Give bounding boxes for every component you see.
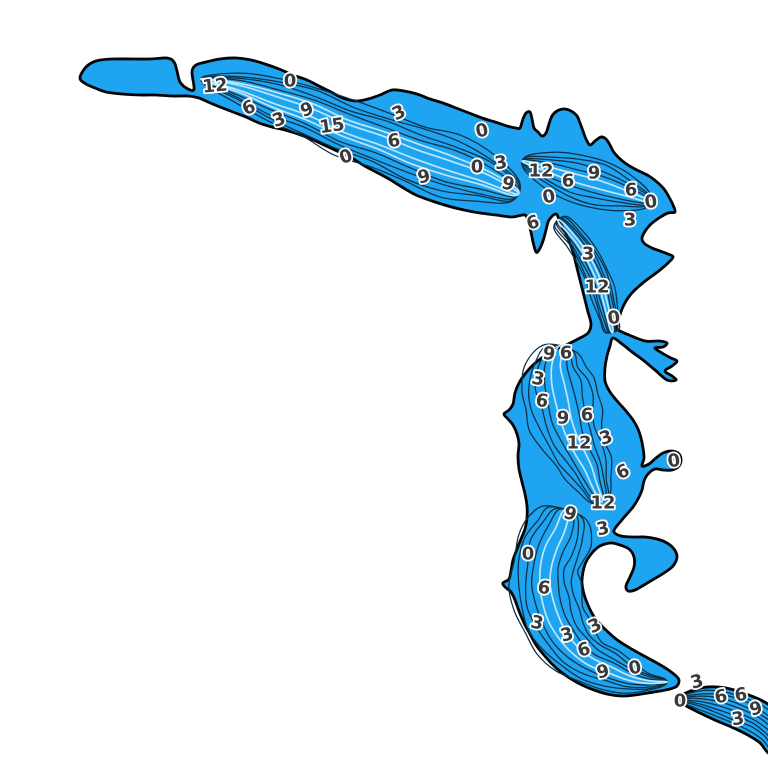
depth-label: 0 xyxy=(666,450,681,473)
depth-contour-east-lobe-0 xyxy=(520,151,653,212)
depth-label: 0 xyxy=(471,157,484,178)
depth-contour-upper-arm-6 xyxy=(199,76,521,200)
depth-label: 0 xyxy=(284,71,297,92)
depth-label: 6 xyxy=(534,390,550,413)
depth-label: 12 xyxy=(528,161,553,182)
depth-contour-middle-basin-6 xyxy=(534,344,608,504)
depth-label: 0 xyxy=(674,691,687,712)
depth-label: 0 xyxy=(627,656,644,679)
depth-label: 0 xyxy=(643,191,658,214)
depth-contour-southeast-segment-3 xyxy=(678,693,768,742)
depth-label: 12 xyxy=(566,433,591,454)
depth-label: 9 xyxy=(541,343,556,366)
lake-water-body xyxy=(78,56,683,698)
depth-contour-neck-9 xyxy=(556,218,616,334)
depth-contour-upper-arm-15 xyxy=(199,78,520,196)
depth-label: 9 xyxy=(588,163,601,184)
depth-contour-neck-3 xyxy=(554,216,619,334)
depth-contour-middle-basin-0 xyxy=(521,343,613,505)
depth-contour-neck-6 xyxy=(555,217,617,334)
depth-label: 6 xyxy=(733,684,748,707)
depth-contour-upper-arm-12 xyxy=(199,77,520,197)
depth-contour-east-lobe-9 xyxy=(521,159,652,205)
depth-label: 3 xyxy=(730,708,745,731)
depth-contour-east-lobe-12 xyxy=(521,159,652,204)
depth-contour-middle-basin-3 xyxy=(527,343,610,504)
depth-label: 0 xyxy=(606,307,621,330)
depth-contour-east-lobe-6 xyxy=(521,157,652,207)
depth-label: 9 xyxy=(557,408,570,429)
depth-label: 6 xyxy=(625,180,638,201)
depth-contour-upper-arm-0 xyxy=(199,72,521,204)
depth-contour-lower-basin-12 xyxy=(538,508,668,685)
depth-label: 6 xyxy=(581,405,594,426)
depth-label: 3 xyxy=(624,210,637,231)
depth-label: 12 xyxy=(202,74,229,97)
depth-label: 3 xyxy=(582,244,595,265)
depth-label: 12 xyxy=(590,493,615,514)
depth-contour-lower-basin-3 xyxy=(517,506,668,691)
depth-contour-middle-basin-9 xyxy=(543,344,605,503)
depth-contour-upper-arm-9 xyxy=(199,77,520,198)
depth-contour-southeast-segment-6 xyxy=(678,695,768,737)
depth-label: 15 xyxy=(318,114,346,138)
depth-label: 3 xyxy=(493,152,508,175)
depth-contour-east-lobe-3 xyxy=(521,155,652,208)
depth-contour-middle-basin-12 xyxy=(550,344,604,503)
lake-water-body-southeast-segment xyxy=(677,685,768,755)
depth-label: 6 xyxy=(562,171,575,192)
depth-label: 6 xyxy=(536,577,551,600)
depth-label: 6 xyxy=(560,343,573,364)
depth-label: 6 xyxy=(386,130,401,153)
depth-label: 12 xyxy=(584,277,609,298)
depth-label: 0 xyxy=(522,544,535,565)
depth-contour-neck-12 xyxy=(556,218,614,334)
depth-contour-southeast-segment-0 xyxy=(677,689,768,748)
depth-contour-upper-arm-3 xyxy=(199,75,521,202)
depth-contour-southeast-segment-9 xyxy=(677,697,768,731)
depth-contour-neck-0 xyxy=(553,215,621,334)
